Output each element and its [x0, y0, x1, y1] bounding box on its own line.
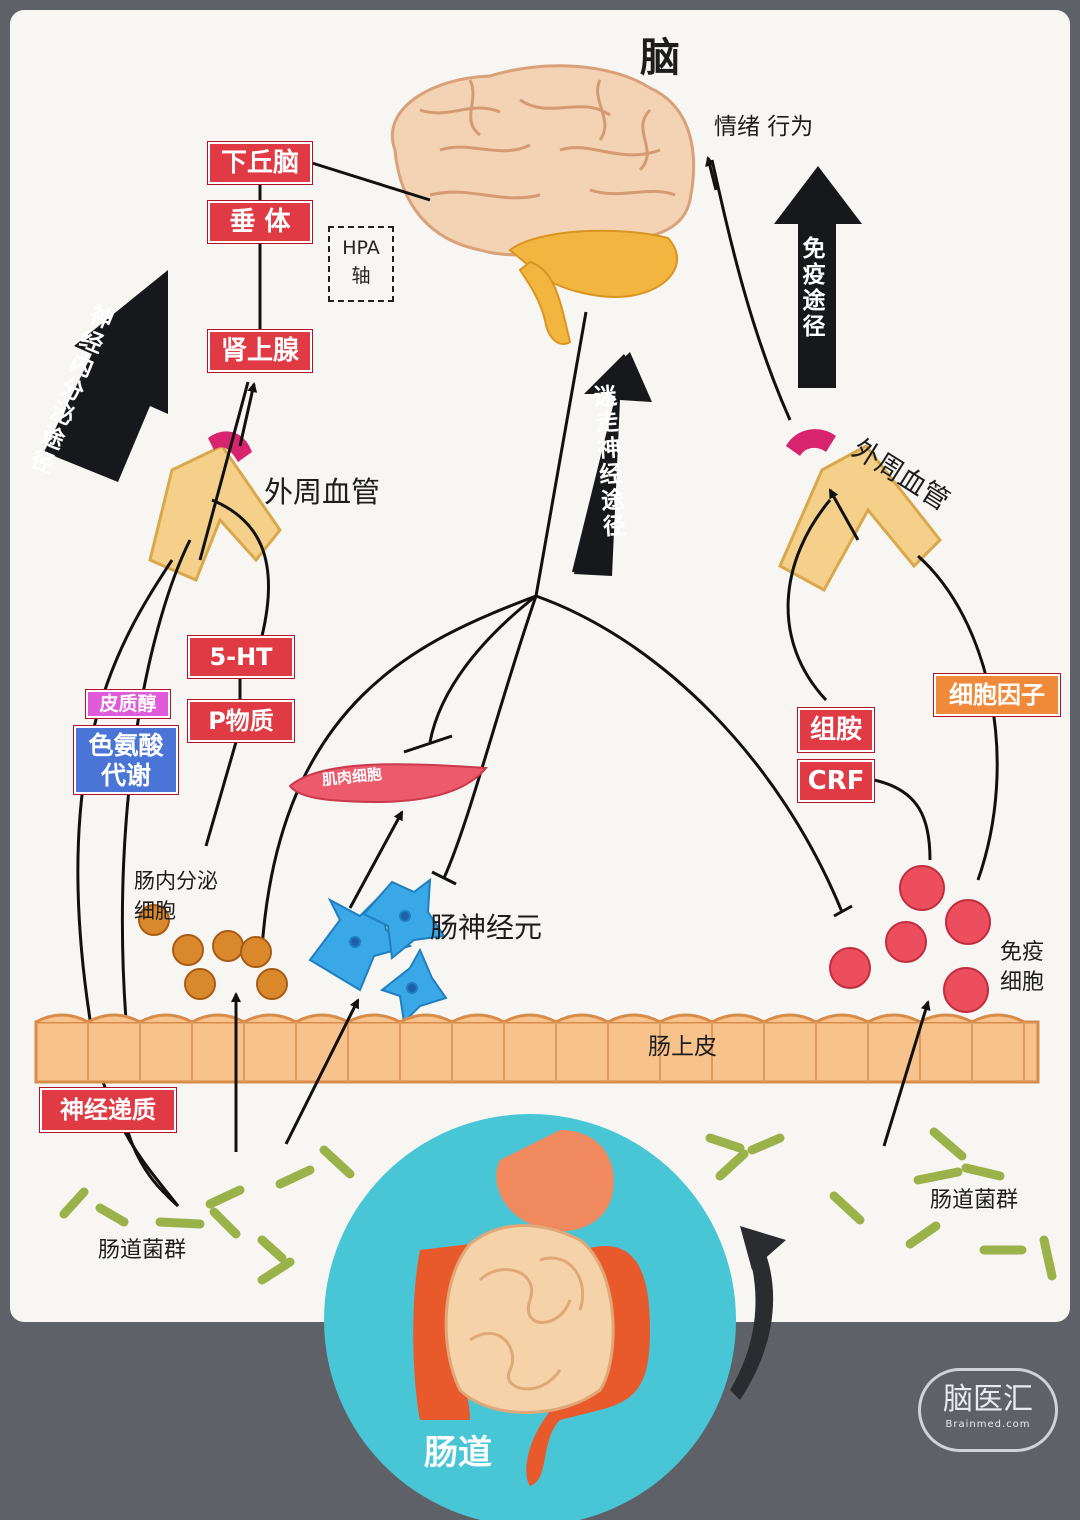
immune-cell-label: 免疫 细胞: [1000, 940, 1045, 995]
hypothalamus-box: 下丘脑: [207, 141, 313, 185]
vagus-branch-neuron: [442, 595, 538, 879]
emotion-arrow: [705, 156, 718, 191]
left-vessel-label: 外周血管: [264, 475, 381, 509]
vessel-5ht-line: [211, 498, 270, 637]
cytokines-box: 细胞因子: [933, 673, 1061, 717]
substance-p-line: [204, 741, 238, 847]
adrenal-box: 肾上腺: [207, 329, 313, 373]
gut-label: 肠道: [424, 1433, 492, 1473]
vagus-trunk: [534, 311, 588, 597]
immune-pathway-arrow: [774, 166, 862, 388]
immune-synapse: [833, 904, 853, 918]
vagus-pathway-arrow-shape: [574, 352, 652, 576]
enteroendocrine-cell-label: 肠内分泌 细胞: [134, 869, 218, 923]
gut-bacteria: [59, 1127, 1057, 1285]
brain-title: 脑: [640, 35, 680, 81]
flora-to-neuron-arrow: [284, 998, 360, 1145]
muscle-synapse: [403, 734, 453, 754]
flora-nt-line-2: [126, 1131, 179, 1208]
cortisol-box: 皮质醇: [85, 689, 171, 719]
immune-vessel-line: [786, 499, 832, 702]
crf-line: [873, 778, 932, 861]
muscle-cell: [288, 763, 488, 804]
vagus-branch-immune: [535, 594, 844, 913]
brainmed-logo: 脑医汇 Brainmed.com: [918, 1368, 1058, 1452]
gut-illustration: [324, 1114, 736, 1520]
adrenal-arrow: [238, 382, 258, 447]
gut-feedback-arrow: [730, 1240, 774, 1400]
serotonin-box: 5-HT: [187, 635, 295, 679]
substance-p-box: P物质: [187, 699, 295, 743]
pituitary-box: 垂 体: [207, 200, 313, 244]
neuron-synapse: [431, 870, 457, 886]
immune-pathway-label: 免 疫 途 径: [802, 236, 826, 340]
logo-name: 脑医汇: [943, 1382, 1033, 1417]
neuroendocrine-pathway-arrow: [44, 270, 168, 482]
neurotransmitter-box: 神经递质: [39, 1087, 177, 1133]
right-vessel-illustration: [778, 429, 943, 593]
vessel-inner-arrow: [828, 488, 860, 541]
brain-illustration: [390, 64, 696, 345]
enteroendocrine-cells: [138, 904, 288, 1000]
vagus-branch-endocrine: [260, 594, 537, 949]
flora-right-label: 肠道菌群: [930, 1188, 1019, 1213]
flora-left-label: 肠道菌群: [98, 1238, 187, 1263]
crf-box: CRF: [797, 759, 875, 803]
enteric-neuron-label: 肠神经元: [430, 911, 543, 944]
vessel-to-brain-line: [710, 159, 792, 421]
enteric-neurons: [308, 877, 448, 1025]
epithelium-label: 肠上皮: [648, 1034, 717, 1060]
neuron-to-muscle-arrow: [348, 810, 404, 909]
hpa-axis-label: HPA 轴: [328, 226, 394, 302]
histamine-box: 组胺: [797, 707, 875, 753]
logo-subtitle: Brainmed.com: [945, 1419, 1031, 1430]
gut-feedback-arrowhead: [740, 1226, 786, 1270]
hypothalamus-brain-link: [311, 161, 431, 202]
immune-cells: [829, 865, 991, 1013]
vagus-branch-muscle: [428, 594, 537, 743]
adrenal-vessel-line: [198, 381, 250, 561]
emotion-behavior-label: 情绪 行为: [714, 114, 814, 140]
intestinal-epithelium: [34, 1013, 1040, 1084]
tryptophan-metabolism-box: 色氨酸 代谢: [73, 725, 179, 795]
flora-to-immune-arrow: [882, 1000, 931, 1147]
